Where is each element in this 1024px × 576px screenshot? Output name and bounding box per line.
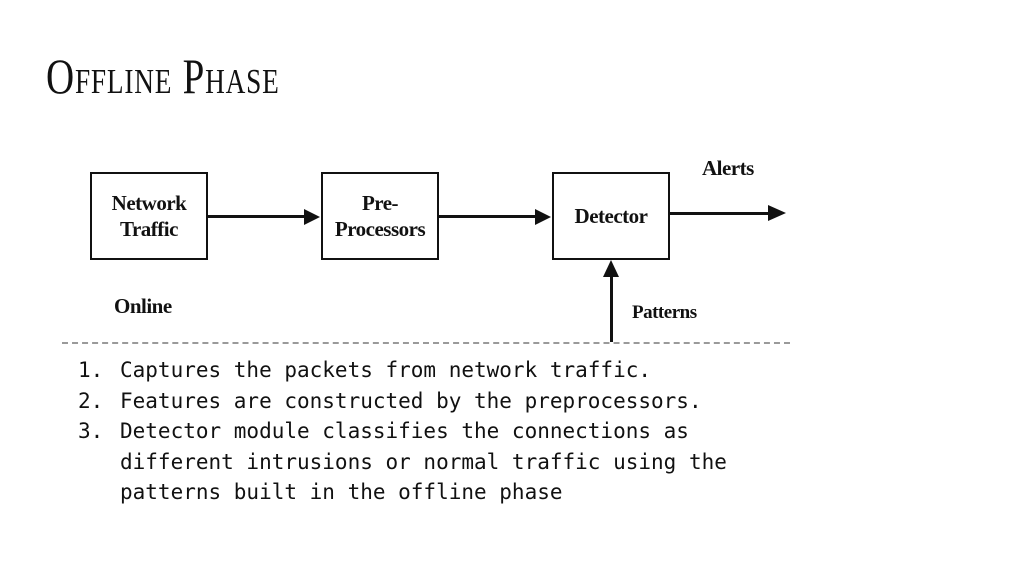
list-item: 3. Detector module classifies the connec…: [78, 416, 798, 508]
preprocessors-line-2: Processors: [334, 217, 426, 241]
network-traffic-line-1: Network: [111, 191, 187, 215]
step-number: 3.: [78, 419, 104, 443]
list-item: 2. Features are constructed by the prepr…: [78, 386, 798, 417]
step-list: 1. Captures the packets from network tra…: [78, 355, 798, 508]
arrowhead-alerts: [768, 205, 786, 221]
online-label: Online: [114, 294, 172, 318]
preprocessors-box: Pre- Processors: [321, 172, 439, 260]
arrowhead-network-to-preprocessors: [304, 209, 320, 225]
preprocessors-line-1: Pre-: [361, 191, 399, 215]
patterns-label: Patterns: [632, 302, 697, 323]
arrow-detector-to-alerts: [670, 212, 770, 215]
detector-label: Detector: [574, 204, 648, 228]
step-number: 2.: [78, 388, 104, 413]
step-number: 1.: [78, 358, 104, 382]
network-traffic-box: Network Traffic: [90, 172, 208, 260]
flow-diagram: Network Traffic Pre- Processors Detector…: [62, 150, 790, 350]
arrow-patterns-to-detector: [610, 276, 613, 342]
alerts-label: Alerts: [702, 156, 754, 180]
arrow-network-to-preprocessors: [208, 215, 306, 218]
step-text: Captures the packets from network traffi…: [120, 358, 652, 382]
arrowhead-preprocessors-to-detector: [535, 209, 551, 225]
detector-box: Detector: [552, 172, 670, 260]
phase-separator-dashed-line: [62, 342, 790, 344]
arrowhead-patterns: [603, 260, 619, 277]
list-item: 1. Captures the packets from network tra…: [78, 355, 798, 386]
arrow-preprocessors-to-detector: [439, 215, 537, 218]
step-text: Features are constructed by the preproce…: [120, 388, 702, 413]
slide-title: Offline Phase: [46, 48, 280, 104]
network-traffic-line-2: Traffic: [120, 217, 178, 241]
step-text: Detector module classifies the connectio…: [120, 419, 727, 504]
